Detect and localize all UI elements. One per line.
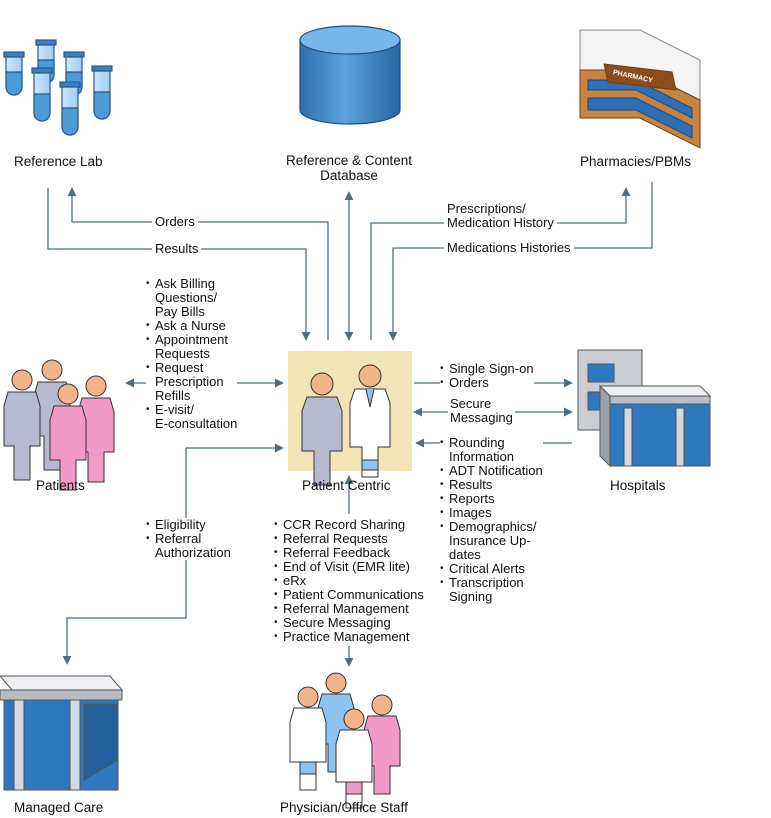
hospitals-label: Hospitals [610, 478, 666, 493]
hospital-outbound-list: Single Sign-on Orders [440, 362, 534, 390]
list-item: Critical Alerts [440, 562, 543, 577]
list-item: CCR Record Sharing [274, 518, 424, 533]
reference-database-label-line1: Reference & Content [285, 153, 413, 168]
physician-staff-label: Physician/Office Staff [280, 800, 408, 815]
hospital-building-icon [577, 349, 712, 468]
list-item: eRx [274, 574, 424, 589]
list-item: End of Visit (EMR lite) [274, 560, 424, 575]
list-item: Demographics/Insurance Up-dates [440, 520, 543, 562]
medication-histories-flow-label: Medications Histories [444, 241, 574, 255]
list-item: Eligibility [146, 518, 231, 533]
list-item: Results [440, 478, 543, 493]
orders-arrow [67, 187, 329, 340]
results-flow-label: Results [152, 242, 202, 256]
list-item: E-visit/E-consultation [146, 403, 237, 431]
reference-database-label-line2: Database [320, 168, 378, 183]
list-item: Referral Feedback [274, 546, 424, 561]
reference-lab-label: Reference Lab [14, 154, 103, 169]
prescriptions-flow-label-line1: Prescriptions/ [447, 201, 526, 216]
pharmacies-label: Pharmacies/PBMs [580, 154, 692, 169]
test-tubes-icon [3, 39, 113, 136]
list-item: Practice Management [274, 630, 424, 645]
database-icon [299, 25, 401, 125]
list-item: Secure Messaging [274, 616, 424, 631]
list-item: Referral Management [274, 602, 424, 617]
managed-care-building-icon [0, 675, 124, 791]
patients-group-icon [3, 359, 115, 491]
list-item: Single Sign-on [440, 362, 534, 377]
reference-database-label: Reference & Content Database [268, 153, 430, 183]
patient-centric-figures-icon [301, 364, 391, 486]
secure-messaging-flow-label: Secure Messaging [448, 396, 515, 425]
list-item: Reports [440, 492, 543, 507]
managed-care-arrow [62, 443, 284, 665]
list-item: Ask a Nurse [146, 319, 237, 334]
physician-services-list: CCR Record Sharing Referral Requests Ref… [274, 518, 424, 644]
managed-care-label: Managed Care [14, 800, 104, 815]
list-item: Orders [440, 376, 534, 391]
list-item: Referral Requests [274, 532, 424, 547]
patient-centric-label: Patient Centric [302, 478, 391, 493]
list-item: Patient Communications [274, 588, 424, 603]
pharmacy-building-icon: PHARMACY [579, 29, 701, 149]
list-item: Images [440, 506, 543, 521]
patients-label: Patients [36, 478, 85, 493]
list-item: ADT Notification [440, 464, 543, 479]
prescriptions-flow-label-line2: Medication History [447, 215, 554, 230]
physician-staff-group-icon [289, 672, 401, 809]
prescriptions-flow-label: Prescriptions/ Medication History [444, 202, 557, 230]
orders-flow-label: Orders [152, 215, 198, 229]
